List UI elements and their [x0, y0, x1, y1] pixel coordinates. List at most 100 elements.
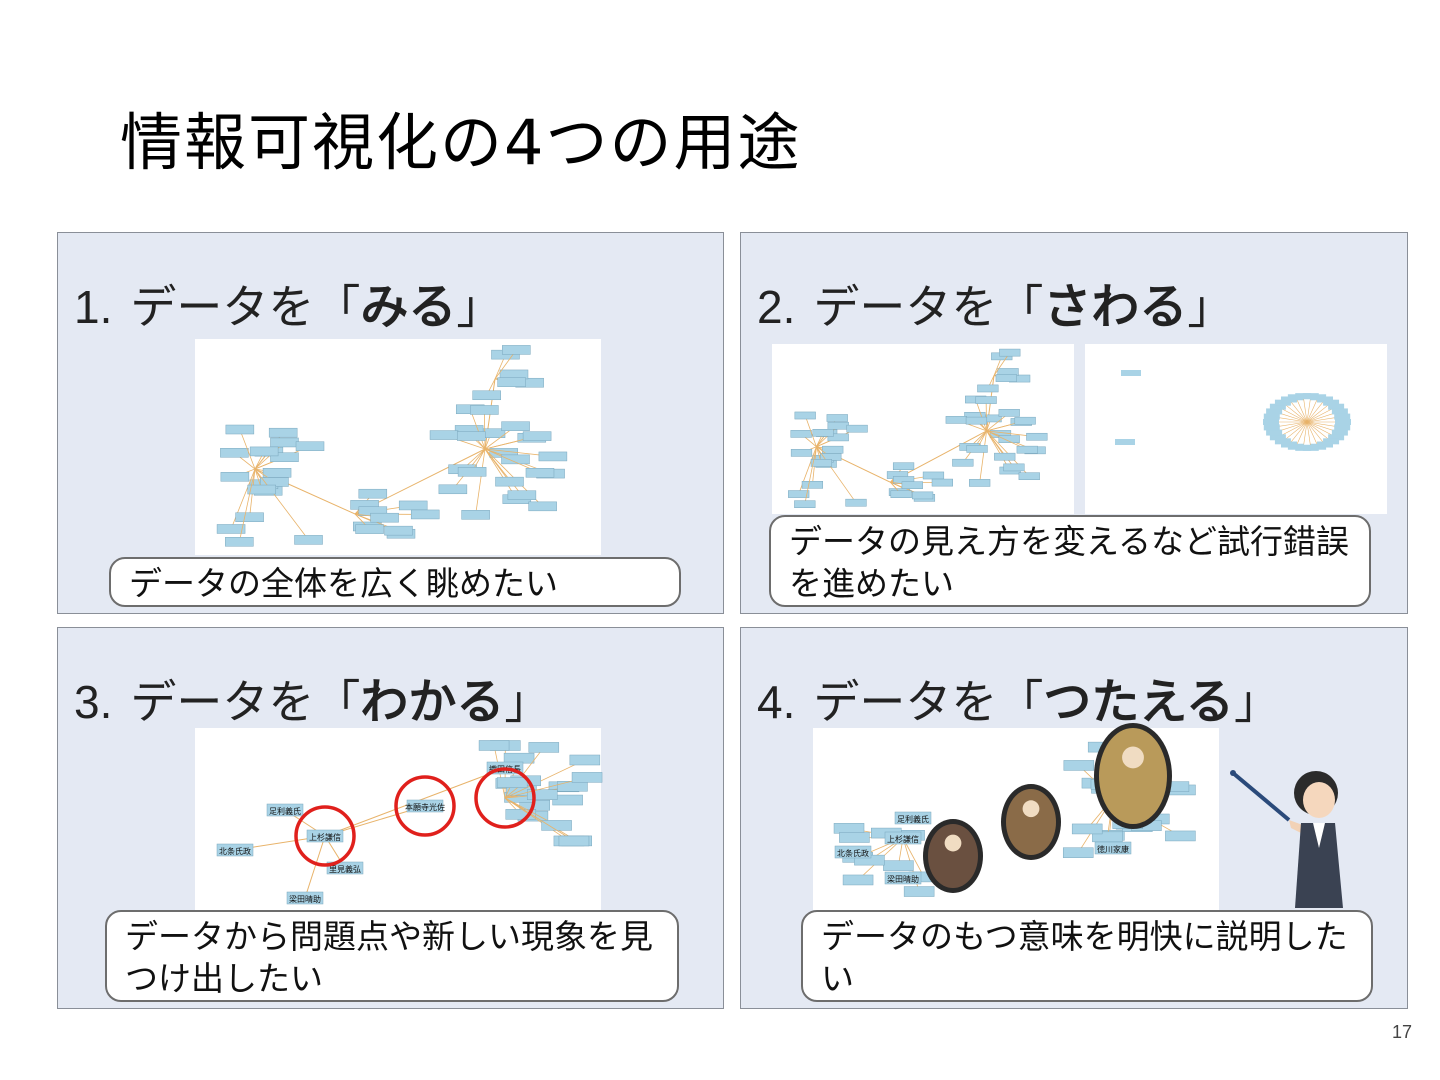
graph-node — [507, 490, 537, 500]
panel-wakaru: 3.データを「わかる」 上杉謙信本願寺光佐織田信長足利義氏北条氏政梁田晴助里見義… — [57, 627, 724, 1009]
graph-node — [884, 831, 922, 845]
graph-node — [1331, 408, 1348, 415]
graph-node — [220, 472, 250, 482]
graph-edge — [304, 835, 326, 899]
highlight-circle — [294, 805, 356, 867]
speech-bubble: データから問題点や新しい現象を見つけ出したい — [105, 910, 679, 1002]
heading-verb: さわる — [1043, 279, 1188, 335]
graph-edge — [1306, 421, 1312, 448]
graph-node — [998, 435, 1020, 443]
highlight-circle — [474, 767, 536, 829]
graph-node — [1121, 370, 1141, 376]
graph-edge — [239, 429, 256, 470]
graph-edge — [804, 415, 817, 447]
heading-prefix: データを「 — [813, 675, 1044, 729]
graph-node — [975, 396, 997, 404]
graph-node — [1335, 419, 1351, 425]
heading-verb: つたえる — [1043, 674, 1234, 730]
graph-node — [842, 874, 874, 886]
graph-node — [966, 445, 988, 453]
graph-node — [355, 524, 384, 534]
graph-edge — [483, 409, 486, 450]
heading-verb: みる — [360, 279, 457, 335]
graph-edge — [469, 409, 486, 450]
graph-node — [812, 428, 834, 437]
graph-node — [952, 458, 974, 467]
graph-node — [1328, 403, 1345, 410]
graph-edge — [975, 399, 987, 432]
graph-node — [410, 509, 440, 520]
graph-node — [892, 462, 915, 471]
graph-edge — [1306, 421, 1332, 442]
graph-edge — [1306, 421, 1319, 447]
graph-node — [1018, 472, 1040, 481]
graph-node — [794, 411, 816, 420]
panel-heading: 3.データを「わかる」 — [74, 662, 550, 732]
graph-node — [1115, 439, 1135, 445]
graph-node — [225, 424, 255, 435]
graph-node — [1328, 434, 1345, 441]
graph-node — [845, 498, 867, 507]
heading-verb: わかる — [360, 674, 505, 730]
graph-node — [999, 348, 1021, 357]
graph-node — [501, 454, 530, 465]
graph-node — [839, 832, 870, 843]
graph-node — [894, 811, 932, 825]
panel-number: 4. — [757, 676, 796, 728]
graph-edge — [1306, 402, 1332, 423]
heading-suffix: 」 — [456, 280, 503, 334]
graph-node — [503, 752, 535, 764]
graph-node — [1016, 445, 1038, 454]
graph-node — [326, 861, 364, 875]
graph-node — [1334, 424, 1351, 431]
graph-node — [822, 445, 844, 454]
portrait-face — [1022, 800, 1040, 818]
page-number: 17 — [1391, 1022, 1412, 1042]
graph-node — [406, 799, 444, 813]
graph-node — [1165, 830, 1196, 842]
graph-node — [834, 845, 872, 859]
graph-node — [903, 886, 935, 897]
highlight-circle — [394, 775, 456, 837]
graph-edge — [504, 797, 575, 842]
panel-heading: 4.データを「つたえる」 — [757, 662, 1280, 732]
graph-node — [522, 431, 552, 441]
graph-node — [1263, 419, 1279, 425]
graph-node — [216, 843, 254, 857]
portrait-face — [1122, 746, 1144, 769]
graph-node — [801, 481, 824, 489]
graph-node — [438, 484, 468, 495]
graph-node — [977, 384, 999, 393]
graph-node — [810, 459, 832, 467]
graph-node — [496, 777, 528, 788]
graph-node-label: 徳川家康 — [1097, 844, 1129, 854]
graph-edge — [1288, 421, 1308, 445]
graph-node — [270, 452, 299, 462]
heading-suffix: 」 — [504, 675, 551, 729]
portrait-image — [1099, 728, 1167, 824]
graph-node — [1266, 408, 1283, 415]
graph-node-label: 北条氏政 — [837, 848, 869, 858]
graph-edge — [993, 352, 1011, 376]
graph-node — [883, 860, 914, 871]
graph-node — [833, 823, 865, 834]
graph-edge — [1302, 421, 1308, 448]
graph-node — [1263, 424, 1280, 431]
graph-node — [557, 781, 588, 792]
graph-edge — [484, 448, 510, 482]
panel-number: 2. — [757, 281, 796, 333]
graph-edge — [902, 837, 925, 878]
graph-edge — [1282, 402, 1308, 423]
graph-node — [1269, 403, 1286, 410]
presenter-illustration — [1230, 770, 1343, 908]
graph-node — [995, 374, 1017, 382]
graph-node — [525, 468, 555, 478]
graph-node — [911, 491, 934, 500]
graph-edge — [986, 430, 1006, 457]
graph-edge — [1306, 397, 1319, 423]
graph-node — [1062, 847, 1094, 858]
speech-bubble: データの見え方を変えるなど試行錯誤を進めたい — [769, 515, 1371, 607]
graph-edge — [1306, 421, 1326, 445]
graph-node-label: 足利義氏 — [897, 814, 929, 824]
graph-node — [495, 476, 524, 487]
